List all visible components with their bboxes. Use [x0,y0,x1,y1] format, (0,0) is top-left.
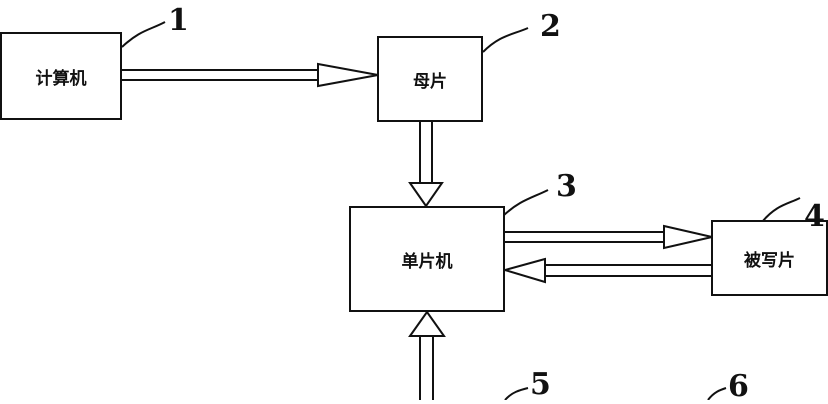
master-chip-label: 母片 [413,71,447,92]
ref-number-1: 1 [168,3,189,38]
leader-line-6 [707,387,727,400]
ref-number-3: 3 [556,169,577,204]
leader-line-3 [502,189,549,217]
target-chip-label: 被写片 [744,250,795,271]
ref-number-5: 5 [530,367,551,402]
leader-line-2 [482,27,529,53]
leader-line-1 [121,21,166,48]
arrow-computer-to-master [120,62,379,88]
ref-number-6: 6 [728,369,749,404]
target-chip-block: 被写片 [711,220,828,296]
computer-label: 计算机 [35,68,87,89]
master-chip-block: 母片 [377,36,483,122]
mcu-label: 单片机 [401,251,453,272]
ref-number-4: 4 [804,199,825,234]
leader-line-5 [504,387,529,400]
arrow-mcu-bidirectional-bottom [408,310,446,400]
mcu-block: 单片机 [349,206,505,312]
computer-block: 计算机 [0,32,122,120]
arrow-target-to-mcu [501,257,712,284]
leader-line-4 [761,197,801,223]
arrow-mcu-to-target [505,224,713,250]
ref-number-2: 2 [540,9,561,44]
arrow-master-to-mcu [408,120,444,208]
